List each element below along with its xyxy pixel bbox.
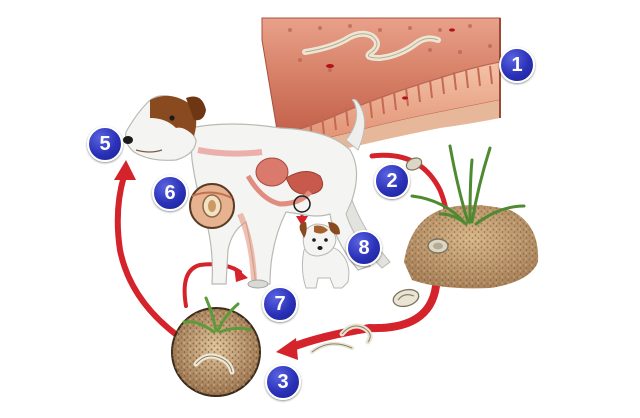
small-lens [293,195,311,213]
step-6-badge: 6 [152,175,188,211]
step-1-badge: 1 [499,47,535,83]
step-8-badge: 8 [346,230,382,266]
adult-dog [123,95,391,287]
step-2-badge: 2 [374,163,410,199]
puppy [299,222,350,289]
cycle-arrows [114,152,449,360]
step-5-badge: 5 [87,126,123,162]
soil-lens [171,296,261,397]
soil-mound [404,144,539,289]
stomach [255,157,289,187]
step-3-badge: 3 [265,364,301,400]
tissue-magnifier [189,183,235,229]
step-7-badge: 7 [262,286,298,322]
egg-passed [405,157,423,171]
larvae-trail [310,288,420,354]
